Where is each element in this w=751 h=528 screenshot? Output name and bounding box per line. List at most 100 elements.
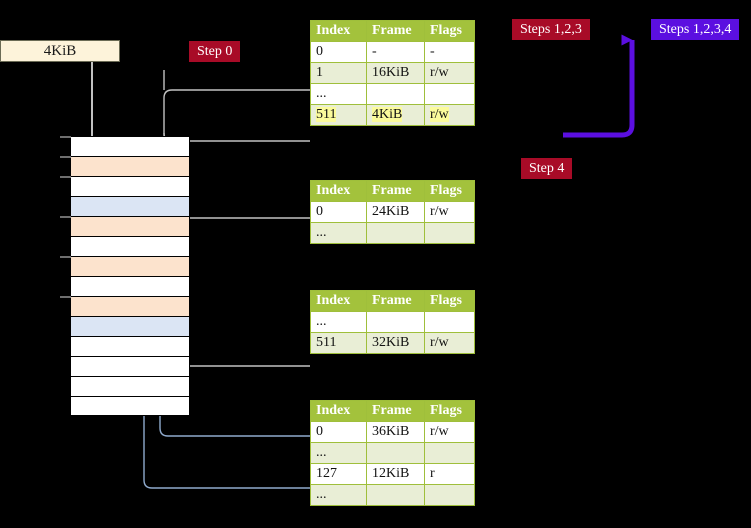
cell-flags: r/w (424, 201, 475, 223)
column-header-frame: Frame (366, 180, 425, 202)
column-header-index: Index (310, 290, 367, 312)
cell-flags: r/w (424, 104, 475, 126)
column-header-flags: Flags (424, 20, 475, 42)
connector-t1-to-memory (163, 89, 310, 142)
cell-flags (424, 484, 475, 506)
memory-frame-8[interactable] (70, 296, 190, 316)
table-row[interactable]: 511 4KiB r/w (310, 104, 475, 126)
cell-flags (424, 222, 475, 244)
badge-step-4[interactable]: Step 4 (521, 158, 573, 179)
column-header-index: Index (310, 400, 367, 422)
cell-text: r/w (430, 107, 449, 122)
cell-frame (366, 484, 425, 506)
cell-frame: 12KiB (366, 463, 425, 485)
cell-frame: 16KiB (366, 62, 425, 84)
cell-index: ... (310, 442, 367, 464)
physical-memory-column (70, 136, 190, 416)
table-row[interactable]: ... (310, 83, 475, 105)
cell-frame: 36KiB (366, 421, 425, 443)
badge-step-0-label: Step 0 (197, 44, 233, 59)
memory-frame-6[interactable] (70, 256, 190, 276)
column-header-flags: Flags (424, 180, 475, 202)
column-header-flags: Flags (424, 290, 475, 312)
cell-index: 0 (310, 421, 367, 443)
column-header-frame: Frame (366, 20, 425, 42)
table-row[interactable]: 0-- (310, 41, 475, 63)
column-header-index: Index (310, 180, 367, 202)
cell-frame: - (366, 41, 425, 63)
memory-frame-0[interactable] (70, 136, 190, 156)
badge-steps-1-2-3[interactable]: Steps 1,2,3 (512, 19, 590, 40)
badge-step-4-label: Step 4 (529, 161, 565, 176)
cell-frame (366, 83, 425, 105)
cell-flags: r (424, 463, 475, 485)
cell-frame: 4KiB (366, 104, 425, 126)
cell-text: 4KiB (372, 107, 403, 122)
cell-index: ... (310, 311, 367, 333)
cell-index: 0 (310, 41, 367, 63)
cell-index: ... (310, 222, 367, 244)
cell-flags (424, 442, 475, 464)
cell-text: 511 (316, 107, 337, 122)
cell-flags: r/w (424, 62, 475, 84)
column-header-index: Index (310, 20, 367, 42)
cell-index: 127 (310, 463, 367, 485)
cell-frame: 32KiB (366, 332, 425, 354)
cell-flags (424, 83, 475, 105)
cell-index: 511 (310, 104, 367, 126)
table-row[interactable]: ... (310, 311, 475, 333)
memory-frame-9[interactable] (70, 316, 190, 336)
cell-index: ... (310, 484, 367, 506)
memory-frame-2[interactable] (70, 176, 190, 196)
cell-index: 511 (310, 332, 367, 354)
column-header-flags: Flags (424, 400, 475, 422)
column-header-frame: Frame (366, 290, 425, 312)
badge-step-0[interactable]: Step 0 (189, 41, 241, 62)
column-header-frame: Frame (366, 400, 425, 422)
cell-flags (424, 311, 475, 333)
memory-frame-4[interactable] (70, 216, 190, 236)
memory-frame-1[interactable] (70, 156, 190, 176)
memory-frame-7[interactable] (70, 276, 190, 296)
cell-frame (366, 442, 425, 464)
memory-frame-12[interactable] (70, 376, 190, 396)
cell-index: 0 (310, 201, 367, 223)
table-row[interactable]: ... (310, 442, 475, 464)
cell-index: ... (310, 83, 367, 105)
cell-flags: - (424, 41, 475, 63)
cell-frame: 24KiB (366, 201, 425, 223)
cell-frame (366, 311, 425, 333)
memory-frame-13[interactable] (70, 396, 190, 416)
badge-steps-1-2-3-4[interactable]: Steps 1,2,3,4 (651, 19, 740, 40)
badge-steps-1-2-3-4-label: Steps 1,2,3,4 (659, 22, 732, 37)
table-row[interactable]: ... (310, 484, 475, 506)
cell-frame (366, 222, 425, 244)
badge-steps-1-2-3-label: Steps 1,2,3 (520, 22, 582, 37)
memory-frame-11[interactable] (70, 356, 190, 376)
memory-frame-3[interactable] (70, 196, 190, 216)
table-row[interactable]: ... (310, 222, 475, 244)
cell-index: 1 (310, 62, 367, 84)
connector-t3-to-memory (171, 318, 310, 367)
connector-t2-to-memory (177, 217, 310, 249)
memory-frame-5[interactable] (70, 236, 190, 256)
size-box-4kib: 4KiB (0, 40, 120, 62)
purple-step-arrow (563, 34, 635, 138)
memory-frame-10[interactable] (70, 336, 190, 356)
cell-flags: r/w (424, 332, 475, 354)
size-box-label: 4KiB (43, 43, 77, 59)
cell-flags: r/w (424, 421, 475, 443)
